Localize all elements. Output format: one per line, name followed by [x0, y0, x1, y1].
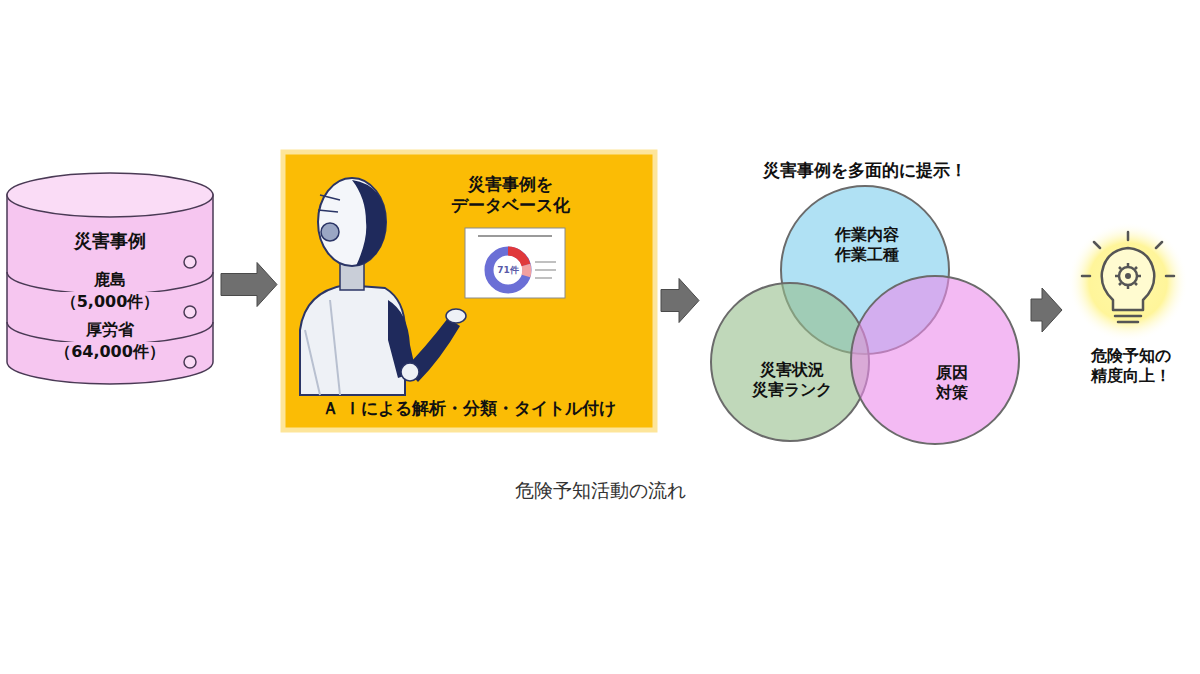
flow-arrow — [1031, 288, 1062, 332]
database-cylinder — [7, 173, 213, 384]
chart-value: 71件 — [493, 264, 523, 277]
robot-illustration — [300, 178, 466, 395]
venn-circle: 災害状況 災害ランク — [710, 282, 870, 442]
node-text: 厚労省 — [15, 320, 205, 340]
bulb-icon — [1068, 222, 1188, 342]
node-text: 災害事例を データベース化 — [443, 174, 578, 217]
node-text: 原因 対策 — [922, 363, 982, 403]
node-text: 作業内容 作業工種 — [829, 225, 905, 265]
flow-arrow — [221, 263, 277, 307]
database-node: 災害事例鹿島（5,000件） 厚労省（64,000件） — [5, 172, 215, 384]
node-text: 鹿島 — [15, 270, 205, 290]
node-text: 災害状況 災害ランク — [746, 360, 838, 400]
node-text: 災害事例を多面的に提示！ — [715, 160, 1015, 181]
node-text: 危険予知の 精度向上！ — [1083, 346, 1178, 386]
node-text: （64,000件） — [15, 342, 205, 362]
ai-panel-node: 災害事例を データベース化 Ａ Ｉによる解析・分類・タイトル付け — [283, 152, 655, 430]
flow-arrow — [661, 279, 699, 323]
caption: 危険予知活動の流れ — [0, 478, 1200, 504]
node-text: Ａ Ｉによる解析・分類・タイトル付け — [299, 398, 639, 419]
node-text: （5,000件） — [15, 292, 205, 312]
venn-group: 災害事例を多面的に提示！ 作業内容 作業工種災害状況 災害ランク 原因 対策 — [705, 160, 1025, 460]
venn-circle: 原因 対策 — [850, 275, 1020, 445]
ai-panel — [283, 152, 655, 430]
chart-card — [465, 228, 565, 298]
result-node: 危険予知の 精度向上！ — [1068, 210, 1193, 410]
node-text: 災害事例 — [15, 230, 205, 253]
